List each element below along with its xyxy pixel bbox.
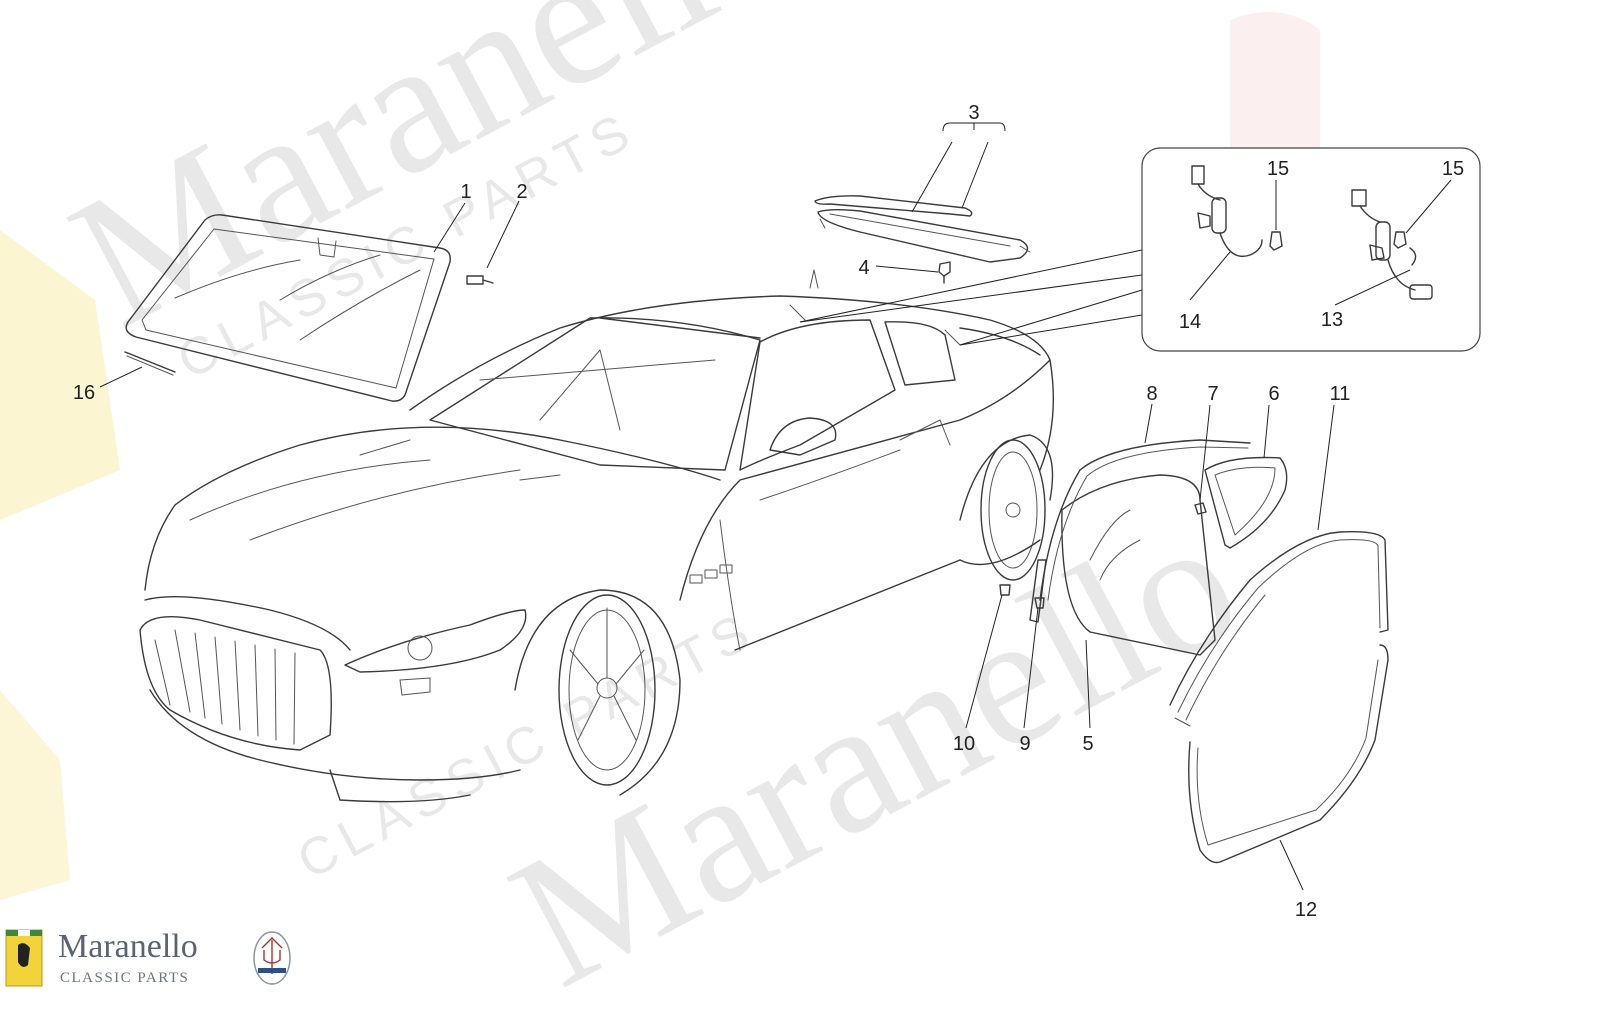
door-glass-screw[interactable] [999, 584, 1011, 596]
rear-window[interactable] [814, 195, 1031, 263]
callout-14: 14 [1179, 311, 1201, 333]
harness-right[interactable] [1351, 189, 1433, 300]
footer-brand-sub: CLASSIC PARTS [60, 970, 190, 986]
callout-7: 7 [1207, 383, 1218, 405]
door-frame-seal-upper[interactable] [1039, 439, 1251, 601]
door-channel[interactable] [1029, 559, 1047, 623]
footer-logos [5, 929, 291, 987]
watermark-brand-1: Maranello [41, 0, 829, 367]
callout-10: 10 [953, 733, 975, 755]
callout-3: 3 [968, 102, 979, 124]
callout-11: 11 [1330, 383, 1351, 405]
windscreen[interactable] [125, 214, 451, 402]
shield-logo-icon [5, 929, 43, 987]
callout-labels: 1 2 3 4 5 6 7 8 9 10 11 12 13 14 15 15 1… [73, 102, 1464, 921]
callout-leaders [99, 122, 1452, 891]
badge-fragment-top [0, 230, 120, 520]
callout-9: 9 [1019, 733, 1030, 755]
screw-right[interactable] [1393, 231, 1407, 249]
callout-1: 1 [460, 181, 471, 203]
callout-6: 6 [1268, 383, 1279, 405]
rear-window-fastener[interactable] [938, 261, 951, 284]
door-glass[interactable] [1061, 474, 1216, 656]
callout-15-right: 15 [1442, 158, 1464, 180]
screw-left[interactable] [1269, 231, 1283, 251]
footer-brand-name: Maranello [58, 928, 198, 965]
detail-inset[interactable] [1141, 147, 1481, 352]
body-seal[interactable] [1169, 530, 1389, 727]
callout-12: 12 [1295, 899, 1317, 921]
windscreen-strip[interactable] [124, 351, 176, 373]
callout-13: 13 [1321, 309, 1343, 331]
callout-4: 4 [858, 257, 869, 279]
inset-leaders [799, 249, 1143, 346]
badge-fragment-bottom [0, 690, 70, 900]
quarter-window[interactable] [1204, 456, 1288, 549]
callout-2: 2 [516, 181, 527, 203]
harness-left[interactable] [1191, 165, 1263, 257]
car-body [139, 269, 1055, 803]
windscreen-clip[interactable] [466, 275, 494, 285]
door-seal[interactable] [1188, 644, 1389, 864]
watermark-brand-2: Maranello [481, 475, 1269, 1010]
callout-8: 8 [1146, 383, 1157, 405]
quarter-window-screw[interactable] [1194, 502, 1207, 515]
seal-fragment [1230, 12, 1320, 178]
callout-16: 16 [73, 382, 95, 404]
trident-seal-icon [253, 931, 291, 985]
callout-15-left: 15 [1267, 158, 1289, 180]
callout-5: 5 [1082, 733, 1093, 755]
channel-screw[interactable] [1034, 597, 1045, 609]
watermark-layer: Maranello CLASSIC PARTS Maranello CLASSI… [0, 0, 1320, 1010]
